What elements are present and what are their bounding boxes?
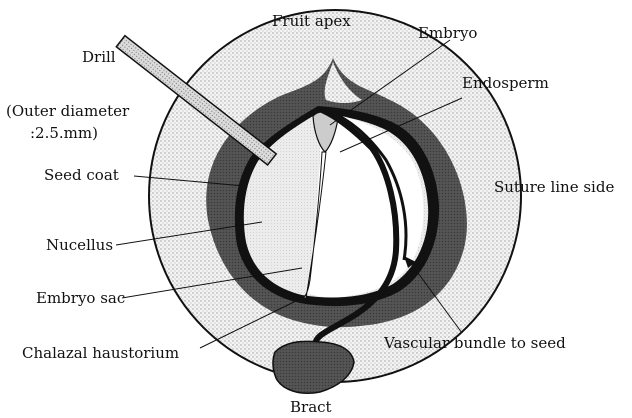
label-drill: Drill	[82, 48, 116, 66]
label-fruit-apex: Fruit apex	[272, 12, 351, 30]
label-nucellus: Nucellus	[46, 236, 113, 254]
label-vascular-bundle: Vascular bundle to seed	[383, 334, 566, 352]
bract-shape	[273, 341, 354, 393]
label-embryo: Embryo	[418, 24, 477, 42]
label-outer-diameter-2: :2.5.mm)	[30, 124, 98, 142]
label-suture-line-side: Suture line side	[494, 178, 614, 196]
label-seed-coat: Seed coat	[44, 166, 119, 184]
label-endosperm: Endosperm	[462, 74, 549, 92]
label-bract: Bract	[290, 398, 332, 416]
label-chalazal-haustorium: Chalazal haustorium	[22, 344, 179, 362]
label-outer-diameter-1: (Outer diameter	[6, 102, 130, 120]
label-embryo-sac: Embryo sac	[36, 289, 125, 307]
